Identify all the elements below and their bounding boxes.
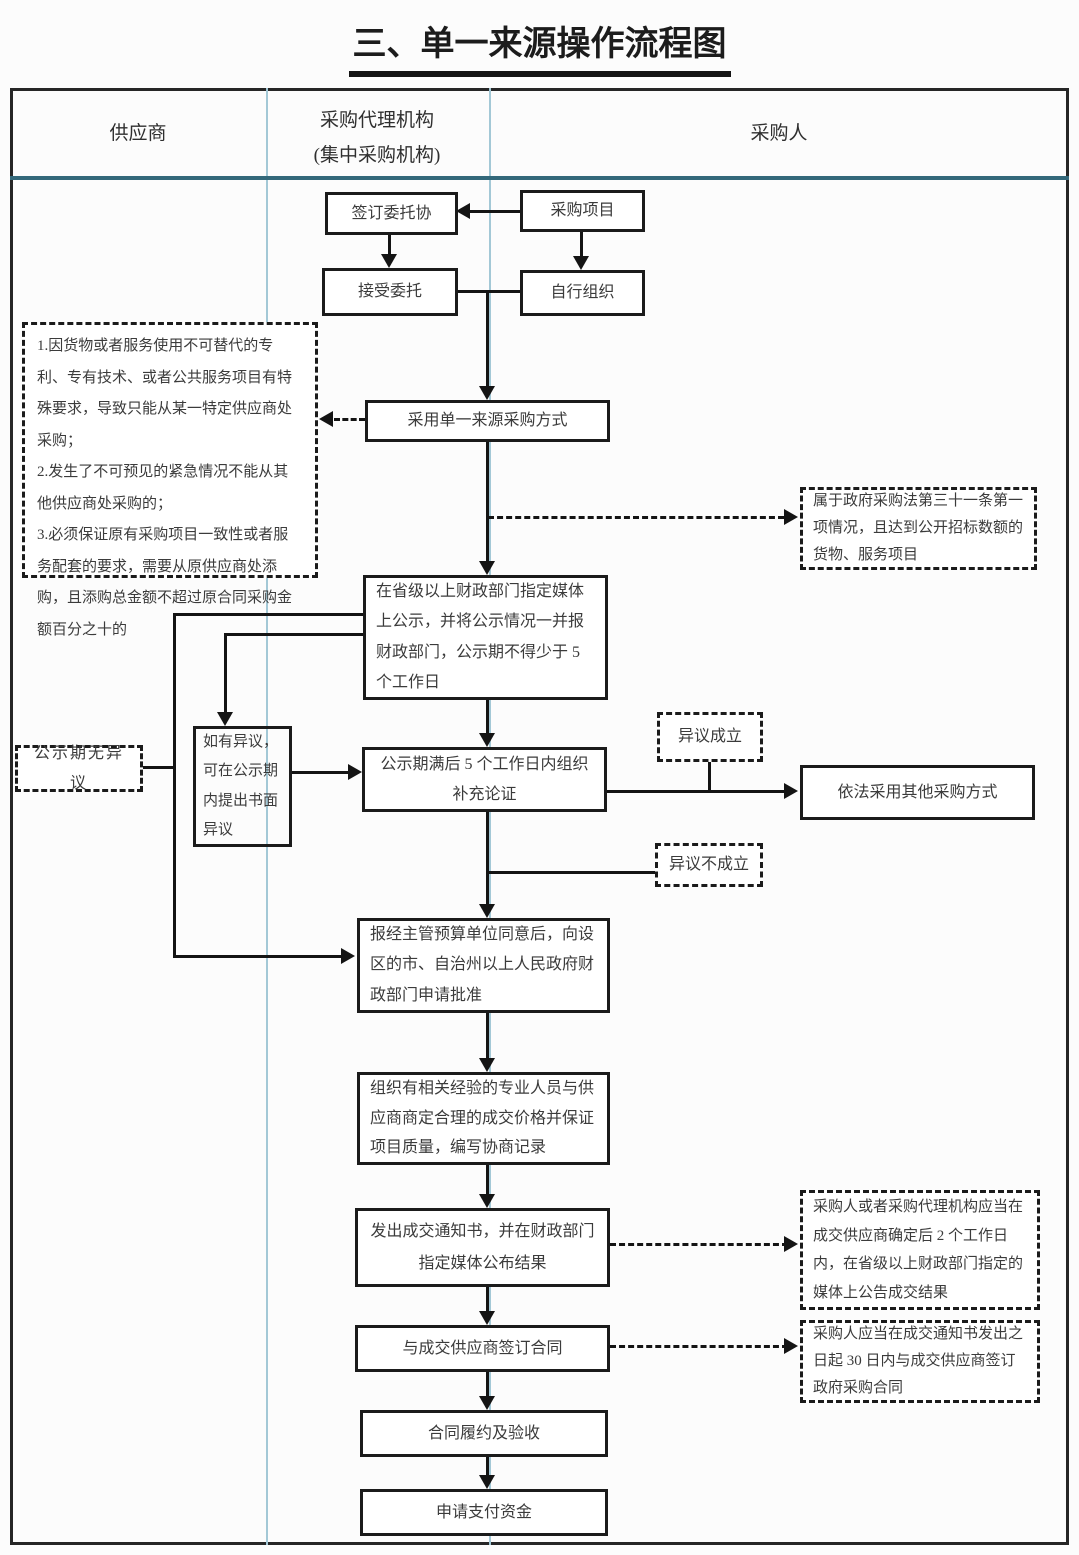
connector-publicity-left-lower — [225, 633, 363, 636]
lane-header-agency-line2: (集中采购机构) — [313, 145, 441, 166]
lane-header-separator — [10, 176, 1069, 180]
connector-publicity-left-upper — [175, 613, 363, 616]
connector-project-to-self — [580, 232, 583, 257]
arrowhead-objection-to-supplement — [348, 764, 362, 780]
arrowhead-supplement-to-other — [784, 783, 798, 799]
arrowhead-to-objection — [217, 712, 233, 726]
connector-accept-self-link — [458, 290, 520, 293]
node-negotiate: 组织有相关经验的专业人员与供应商商定合理的成交价格并保证项目质量，编写协商记录 — [357, 1072, 610, 1165]
arrowhead-negotiate-to-notice — [479, 1194, 495, 1208]
connector-single-to-conditions — [334, 418, 365, 421]
arrowhead-publicity-to-supplement — [479, 733, 495, 747]
note-announce-result: 采购人或者采购代理机构应当在成交供应商确定后 2 个工作日内，在省级以上财政部门… — [800, 1190, 1040, 1310]
connector-objection-to-supplement — [292, 771, 350, 774]
arrowhead-sign-to-accept — [381, 254, 397, 268]
node-pay: 申请支付资金 — [360, 1489, 608, 1536]
node-accept: 接受委托 — [322, 268, 458, 316]
node-single-source: 采用单一来源采购方式 — [365, 400, 610, 442]
connector-contract-to-fulfill — [486, 1372, 489, 1398]
connector-junction-to-single — [486, 292, 489, 387]
note-sign-within-30days: 采购人应当在成交通知书发出之日起 30 日内与成交供应商签订政府采购合同 — [800, 1320, 1040, 1403]
arrowhead-leftpath-to-approval — [341, 948, 355, 964]
lane-header-agency-line1: 采购代理机构 — [319, 110, 434, 131]
lane-header-supplier: 供应商 — [109, 123, 167, 144]
connector-approval-to-negotiate — [486, 1013, 489, 1060]
arrowhead-fulfill-to-pay — [479, 1475, 495, 1489]
node-project: 采购项目 — [520, 190, 645, 232]
arrowhead-project-to-self — [573, 256, 589, 270]
node-sign-agreement: 签订委托协 — [325, 192, 458, 235]
lane-divider-left — [266, 88, 268, 1545]
arrowhead-notice-to-announce — [784, 1236, 798, 1252]
lane-header-agency: 采购代理机构 (集中采购机构) — [266, 105, 488, 167]
label-objection-invalid: 异议不成立 — [655, 843, 763, 887]
connector-fulfill-to-pay — [486, 1457, 489, 1477]
connector-objectionvalid-tap — [708, 762, 711, 792]
node-supplement: 公示期满后 5 个工作日内组织补充论证 — [362, 747, 607, 812]
arrowhead-approval-to-negotiate — [479, 1058, 495, 1072]
connector-branch-to-law31 — [488, 516, 784, 519]
node-self-organize: 自行组织 — [520, 270, 645, 316]
connector-notice-to-announce — [610, 1243, 788, 1246]
note-condition-1: 1.因货物或者服务使用不可替代的专利、专有技术、或者公共服务项目有特殊要求，导致… — [37, 338, 293, 449]
arrowhead-branch-to-law31 — [784, 509, 798, 525]
connector-sign-to-accept — [388, 235, 391, 256]
note-law-article31: 属于政府采购法第三十一条第一项情况，且达到公开招标数额的货物、服务项目 — [800, 487, 1037, 570]
page-title: 三、单一来源操作流程图 — [0, 16, 1079, 77]
arrowhead-single-to-publicity — [479, 561, 495, 575]
node-publicity: 在省级以上财政部门指定媒体上公示，并将公示情况一并报财政部门，公示期不得少于 5… — [363, 575, 608, 700]
arrowhead-single-to-conditions — [319, 411, 333, 427]
connector-leftpath-to-approval — [175, 955, 345, 958]
connector-negotiate-to-notice — [486, 1165, 489, 1196]
arrowhead-contract-to-fulfill — [479, 1396, 495, 1410]
node-notice: 发出成交通知书，并在财政部门指定媒体公布结果 — [355, 1208, 610, 1287]
lane-divider-right — [489, 88, 491, 1545]
arrowhead-project-to-sign — [456, 203, 470, 219]
connector-project-to-sign — [470, 210, 520, 213]
label-objection-valid: 异议成立 — [657, 712, 763, 762]
arrowhead-contract-to-sign30 — [784, 1338, 798, 1354]
connector-to-objection-vertical — [224, 633, 227, 714]
connector-leftpath-vertical — [173, 613, 176, 958]
node-approval: 报经主管预算单位同意后，向设区的市、自治州以上人民政府财政部门申请批准 — [357, 918, 610, 1013]
connector-objectioninvalid-tap — [488, 871, 655, 874]
arrowhead-supplement-to-approval — [479, 904, 495, 918]
connector-supplement-to-approval — [486, 812, 489, 906]
lane-header-purchaser: 采购人 — [750, 123, 808, 144]
note-condition-2: 2.发生了不可预见的紧急情况不能从其他供应商处采购的； — [37, 464, 289, 512]
node-objection: 如有异议，可在公示期内提出书面异议 — [193, 726, 292, 847]
label-no-objection: 公示期无异议 — [15, 745, 143, 792]
connector-contract-to-sign30 — [610, 1345, 788, 1348]
note-single-source-conditions: 1.因货物或者服务使用不可替代的专利、专有技术、或者公共服务项目有特殊要求，导致… — [22, 322, 318, 638]
connector-noobjection-link — [143, 766, 176, 769]
node-sign-contract: 与成交供应商签订合同 — [355, 1325, 610, 1372]
connector-single-to-publicity — [486, 442, 489, 562]
note-condition-3: 3.必须保证原有采购项目一致性或者服务配套的要求，需要从原供应商处添购，且添购总… — [37, 527, 293, 638]
node-other-method: 依法采用其他采购方式 — [800, 765, 1035, 820]
arrowhead-junction-to-single — [479, 386, 495, 400]
connector-notice-to-contract — [486, 1287, 489, 1313]
arrowhead-notice-to-contract — [479, 1311, 495, 1325]
node-fulfill: 合同履约及验收 — [360, 1410, 608, 1457]
chart-frame — [10, 88, 1069, 1545]
connector-supplement-to-other — [607, 790, 789, 793]
connector-publicity-to-supplement — [486, 700, 489, 734]
